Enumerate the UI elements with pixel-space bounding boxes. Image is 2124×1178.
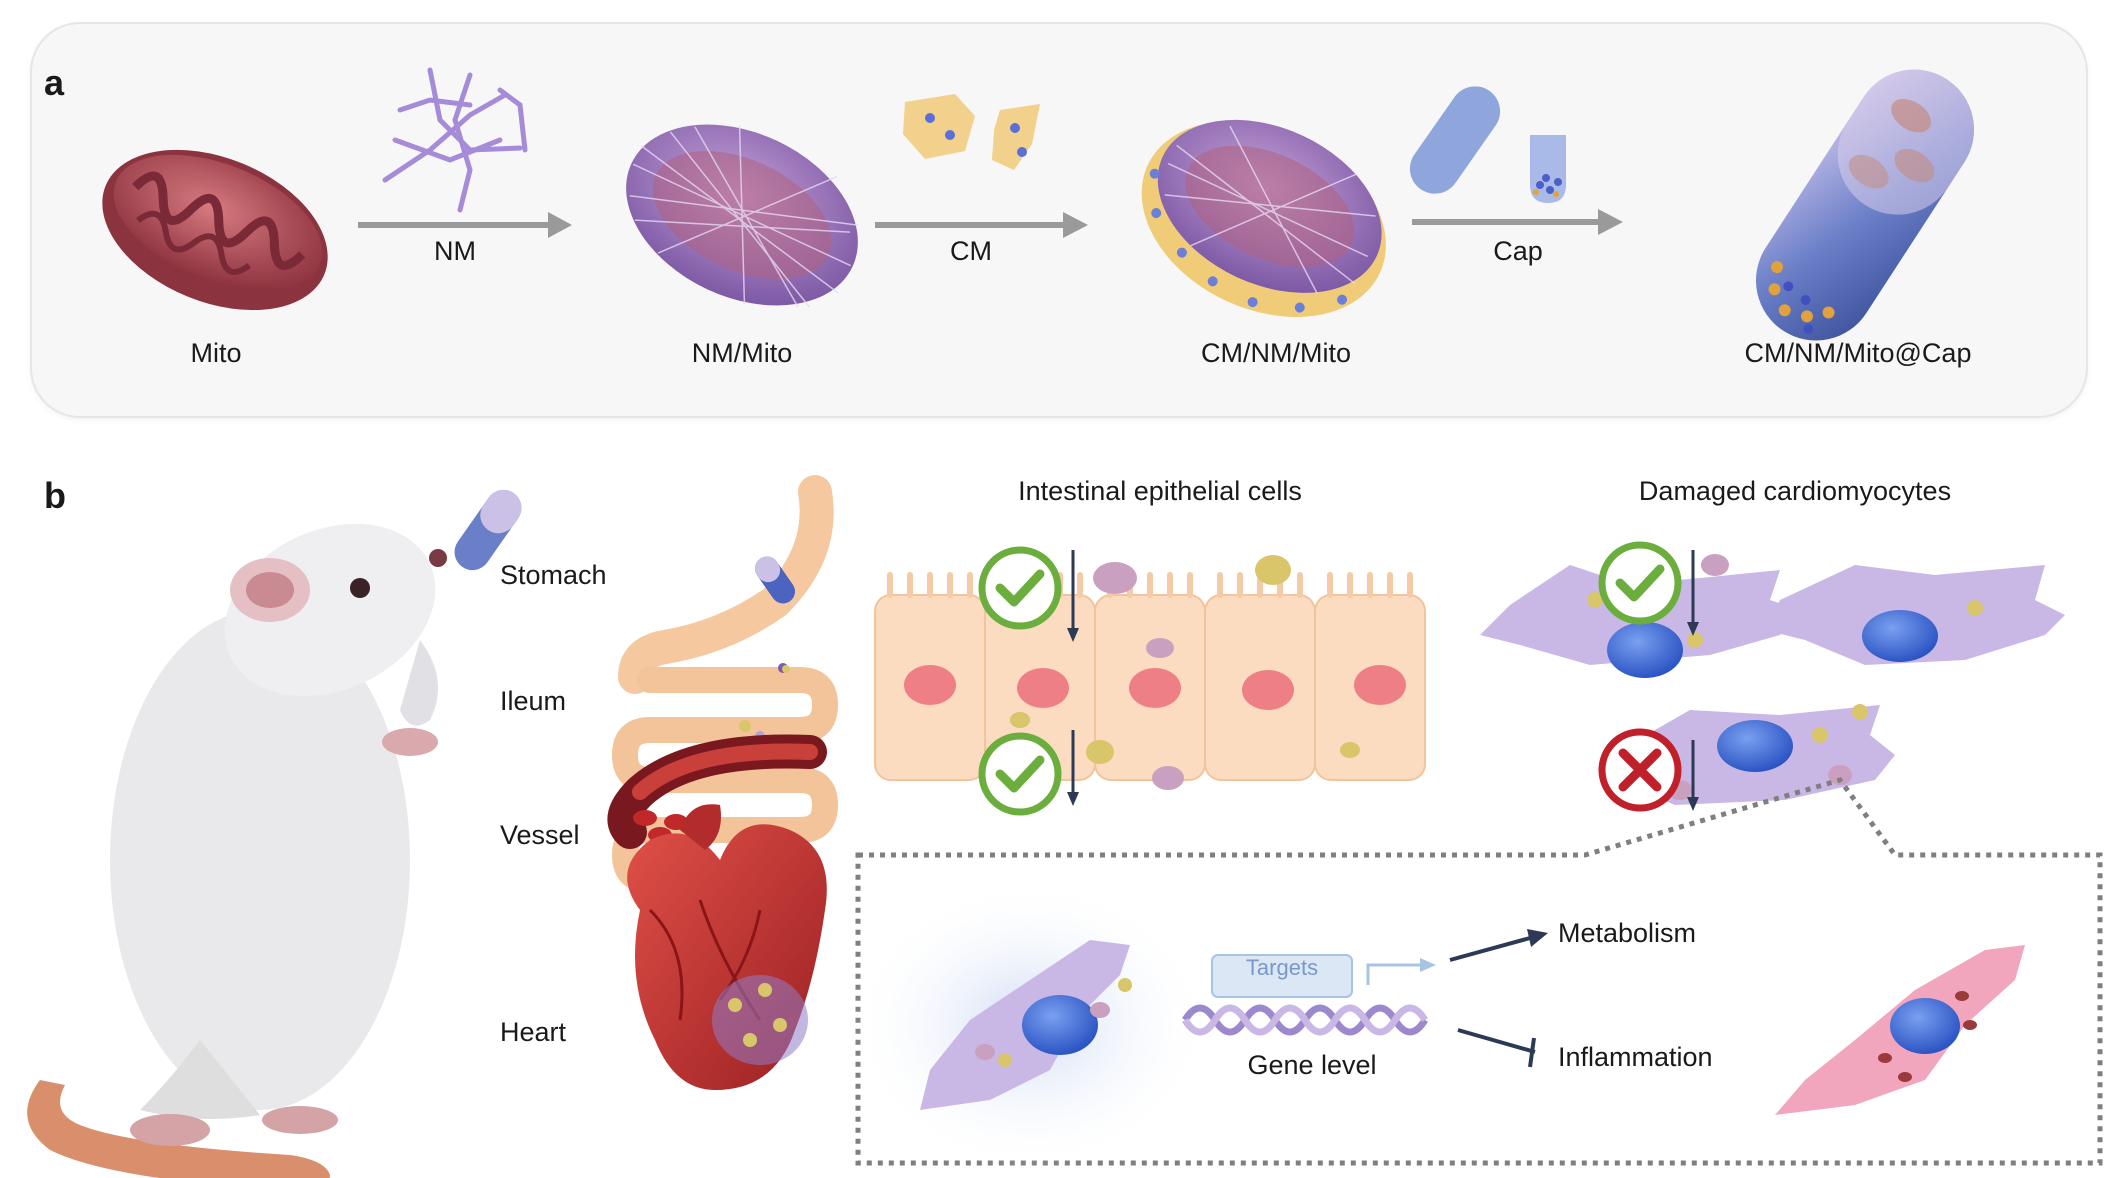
check-mark-icon bbox=[1598, 541, 1682, 625]
targets-box bbox=[1211, 954, 1353, 998]
panel-a-letter: a bbox=[44, 62, 65, 103]
rat-illustration bbox=[27, 523, 447, 1178]
cm-nm-mito-icon bbox=[1141, 119, 1386, 317]
intestinal-epithelium-illustration bbox=[874, 555, 1426, 790]
healthy-cardiomyocyte bbox=[1775, 945, 2025, 1115]
capsule-in-stomach-icon bbox=[754, 556, 796, 604]
inflammation-inhibit-line bbox=[1457, 1028, 1536, 1054]
metabolism-label: Metabolism bbox=[1558, 918, 1697, 948]
cardiomyocytes-title: Damaged cardiomyocytes bbox=[1638, 476, 1952, 506]
capsule-dose-icon bbox=[454, 489, 522, 571]
arrow-label-cap: Cap bbox=[1493, 236, 1543, 266]
stage-label-nm-mito: NM/Mito bbox=[691, 338, 793, 368]
arrow-label-cm: CM bbox=[950, 236, 992, 266]
panel-b-illustration bbox=[27, 475, 2103, 1178]
cross-mark-icon bbox=[1598, 728, 1682, 812]
dna-helix-icon bbox=[1182, 1004, 1428, 1036]
heart-illustration bbox=[627, 804, 827, 1090]
arrow-label-nm: NM bbox=[434, 236, 476, 266]
gene-level-label: Gene level bbox=[1247, 1050, 1377, 1080]
mito-icon bbox=[102, 149, 328, 311]
blood-vessel-illustration bbox=[607, 734, 827, 857]
organ-label-stomach: Stomach bbox=[500, 560, 607, 590]
arrow-cap bbox=[1412, 209, 1623, 235]
cardiomyocytes-illustration bbox=[1480, 554, 2065, 805]
mito-particle-icons bbox=[1010, 555, 1360, 790]
targets-arrow bbox=[1366, 963, 1423, 985]
nanomaterial-fiber-icon bbox=[382, 67, 528, 213]
check-mark-icon bbox=[978, 546, 1062, 630]
metabolism-arrow bbox=[1449, 936, 1531, 962]
organ-label-vessel: Vessel bbox=[500, 820, 580, 850]
organ-label-heart: Heart bbox=[500, 1017, 567, 1047]
arrow-cm bbox=[875, 212, 1088, 238]
intestinal-cells-title: Intestinal epithelial cells bbox=[1018, 476, 1302, 506]
capsule-parts-icon bbox=[1409, 86, 1566, 203]
stage-label-cm-nm-mito: CM/NM/Mito bbox=[1201, 338, 1351, 368]
panel-a-illustration bbox=[102, 67, 1975, 341]
panel-a-background bbox=[32, 24, 2086, 416]
stage-label-capsule: CM/NM/Mito@Cap bbox=[1744, 338, 1972, 368]
check-mark-icon bbox=[978, 732, 1062, 816]
inflammation-label: Inflammation bbox=[1558, 1042, 1713, 1072]
targets-label: Targets bbox=[1245, 955, 1319, 980]
arrow-nm bbox=[358, 212, 572, 238]
treated-cardiomyocyte bbox=[920, 940, 1132, 1110]
organ-label-ileum: Ileum bbox=[500, 686, 567, 716]
loaded-capsule-icon bbox=[1755, 69, 1975, 341]
cell-membrane-icon bbox=[903, 94, 1040, 170]
nm-mito-icon bbox=[626, 124, 859, 308]
panel-b-letter: b bbox=[44, 475, 66, 516]
stage-label-mito: Mito bbox=[190, 338, 242, 368]
